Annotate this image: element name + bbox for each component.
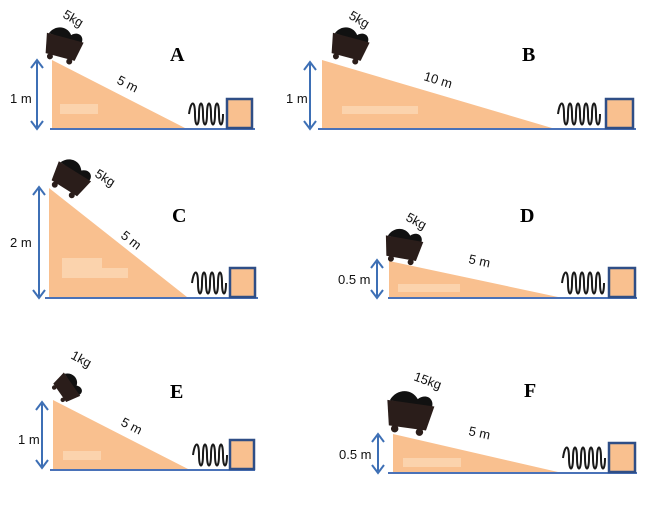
height-arrow	[303, 60, 317, 131]
block	[607, 441, 637, 474]
ramp	[52, 60, 185, 128]
mine-cart-icon	[45, 27, 84, 65]
scenario-c: 2 m 5 m 5kg C	[10, 159, 258, 300]
panel-letter: B	[522, 44, 535, 66]
panel-letter: A	[170, 44, 185, 66]
length-label: 5 m	[115, 72, 141, 95]
ramp-highlight	[62, 258, 102, 278]
scenario-f: 0.5 m 5 m 15kg F	[339, 369, 637, 475]
height-label: 0.5 m	[338, 272, 371, 287]
panel-letter: E	[170, 381, 183, 403]
height-label: 2 m	[10, 235, 32, 250]
mine-cart-icon	[331, 27, 370, 65]
height-arrow	[35, 400, 49, 470]
ramp-highlight	[342, 106, 418, 114]
height-label: 1 m	[10, 91, 32, 106]
mass-label: 5kg	[347, 8, 373, 31]
spring-icon	[192, 443, 228, 467]
ramp-highlight	[63, 451, 101, 460]
spring-icon	[191, 271, 227, 295]
scenario-a: 1 m 5 m 5kg A	[10, 7, 255, 131]
height-label: 1 m	[286, 91, 308, 106]
height-label: 1 m	[18, 432, 40, 447]
scenario-b: 1 m 10 m 5kg B	[286, 8, 636, 131]
panel-letter: D	[520, 205, 534, 227]
ramp	[49, 188, 187, 297]
mass-label: 5kg	[61, 7, 87, 30]
height-arrow	[371, 432, 385, 475]
spring-icon	[561, 271, 605, 295]
scenario-d: 0.5 m 5 m 5kg D	[338, 205, 637, 300]
mine-cart-icon	[385, 228, 424, 266]
length-label: 10 m	[422, 69, 454, 92]
length-label: 5 m	[467, 251, 491, 270]
ramp-highlight	[403, 458, 461, 467]
mass-label: 15kg	[412, 369, 444, 393]
block	[607, 266, 637, 299]
ramp	[322, 60, 552, 128]
spring-icon	[562, 446, 606, 470]
ramp-highlight	[398, 284, 460, 292]
block	[228, 266, 257, 299]
length-label: 5 m	[467, 423, 491, 442]
mine-cart-icon	[51, 159, 92, 199]
spring-icon	[557, 102, 601, 126]
mine-cart-icon	[51, 372, 82, 403]
height-arrow	[370, 258, 384, 300]
ramp-highlight	[60, 104, 98, 114]
panel-letter: F	[524, 380, 536, 402]
block	[228, 438, 256, 471]
ramp-highlight	[100, 268, 128, 278]
mass-label: 1kg	[69, 347, 95, 370]
block	[604, 97, 635, 130]
length-label: 5 m	[119, 414, 145, 437]
mass-label: 5kg	[404, 209, 430, 232]
mine-cart-icon	[387, 391, 435, 436]
block	[225, 97, 254, 130]
mass-label: 5kg	[92, 166, 118, 190]
height-arrow	[32, 185, 46, 300]
panel-letter: C	[172, 205, 186, 227]
spring-icon	[188, 102, 224, 126]
scenario-e: 1 m 5 m 1kg E	[18, 347, 256, 471]
height-arrow	[30, 58, 44, 131]
height-label: 0.5 m	[339, 447, 372, 462]
